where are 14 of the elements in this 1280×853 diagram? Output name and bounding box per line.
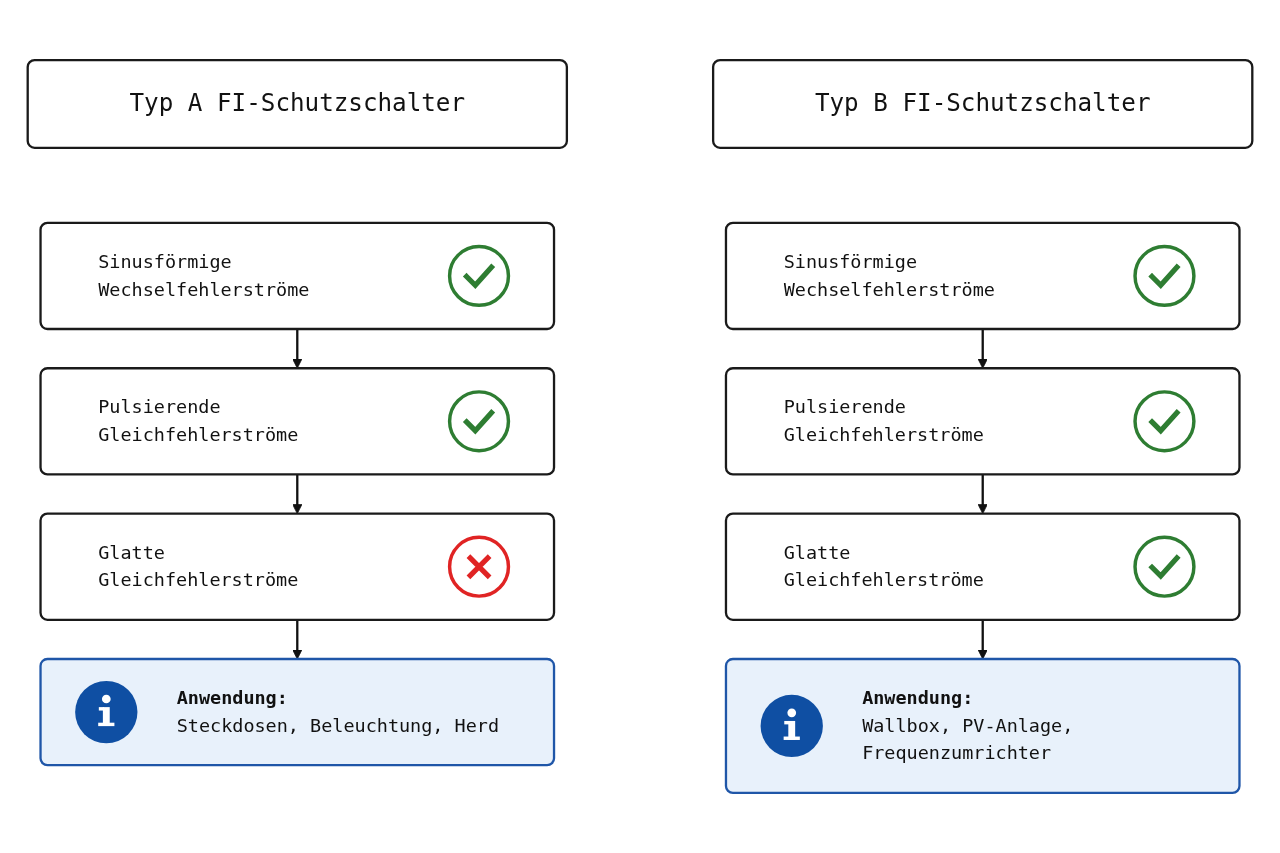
node-box: Pulsierende Gleichfehlerströme [39, 367, 556, 476]
node-box: Anwendung: Steckdosen, Beleuchtung, Herd [39, 657, 556, 767]
node-box: Sinusförmige Wechselfehlerströme [724, 221, 1241, 331]
node-box: Glatte Gleichfehlerströme [39, 512, 556, 621]
arrow [977, 619, 988, 660]
node-box: Glatte Gleichfehlerströme [724, 512, 1241, 621]
node-box: Anwendung: Wallbox, PV-Anlage, Frequenzumrichter [724, 657, 1241, 795]
arrow [292, 329, 303, 369]
node-box: Pulsierende Gleichfehlerströme [724, 367, 1241, 476]
arrow [977, 329, 988, 369]
arrow [292, 619, 303, 660]
node-box: Typ B FI-Schutzschalter [711, 58, 1254, 149]
node-box: Typ A FI-Schutzschalter [26, 58, 569, 149]
node-box: Sinusförmige Wechselfehlerströme [39, 221, 556, 331]
